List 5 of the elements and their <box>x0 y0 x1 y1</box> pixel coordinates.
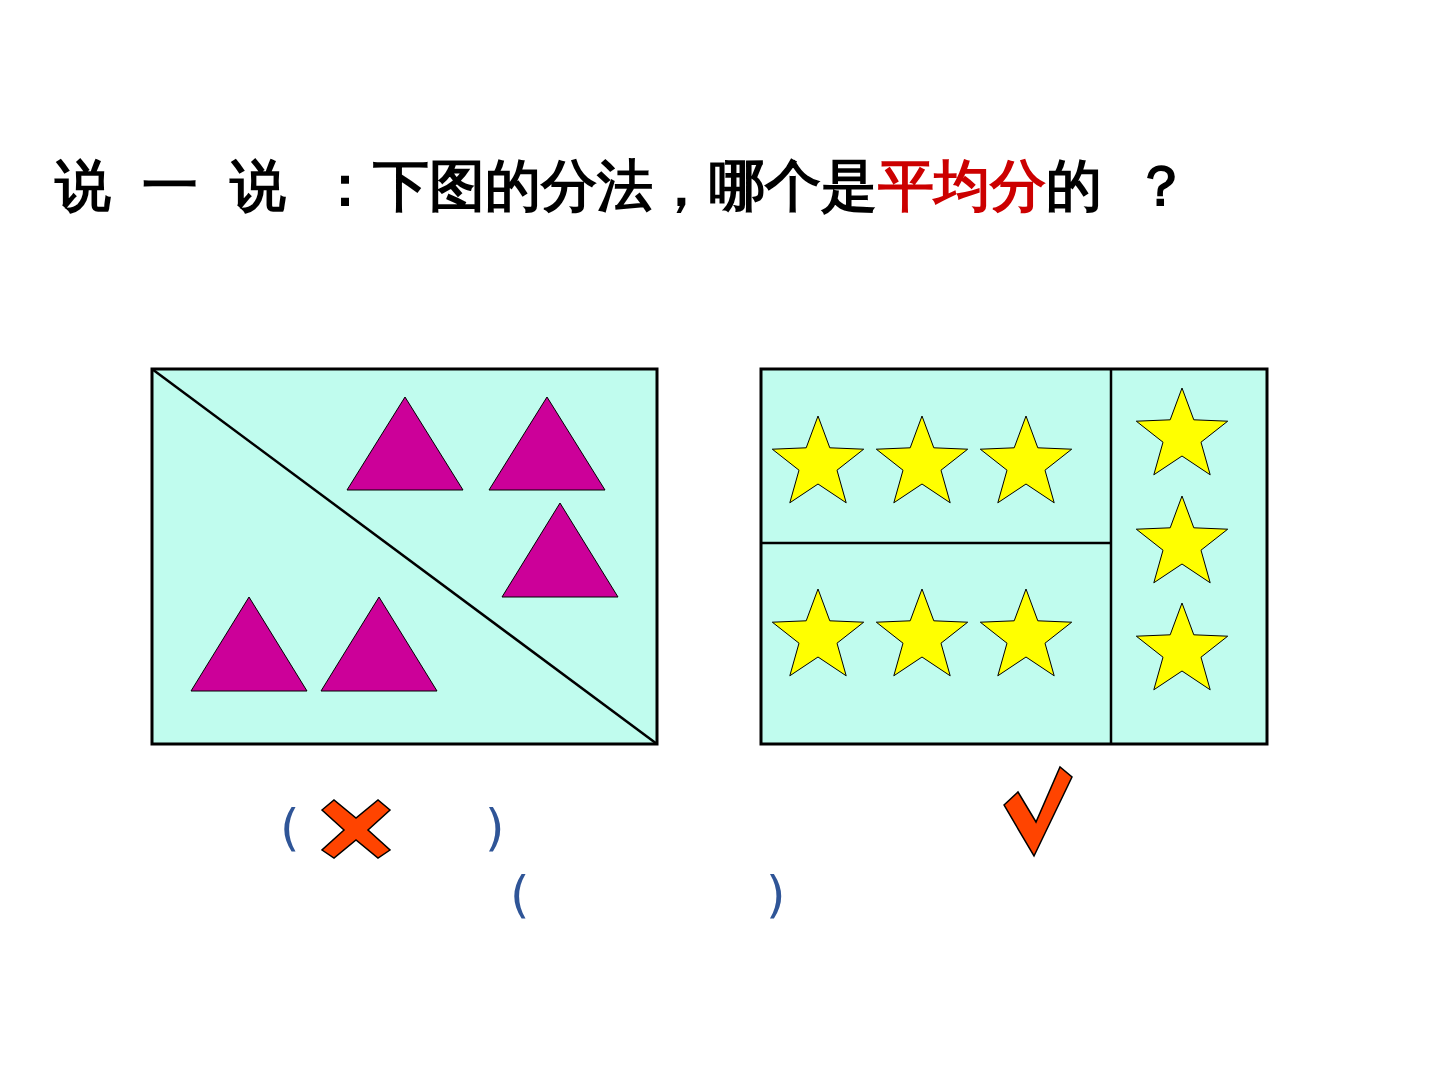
parenthesis: ) <box>485 803 505 853</box>
parenthesis: ( <box>280 803 300 853</box>
parenthesis: ( <box>510 870 530 920</box>
title: 说 一 说 ：下图的分法，哪个是平均分的 ？ <box>55 152 1189 220</box>
parenthesis: ) <box>766 870 786 920</box>
